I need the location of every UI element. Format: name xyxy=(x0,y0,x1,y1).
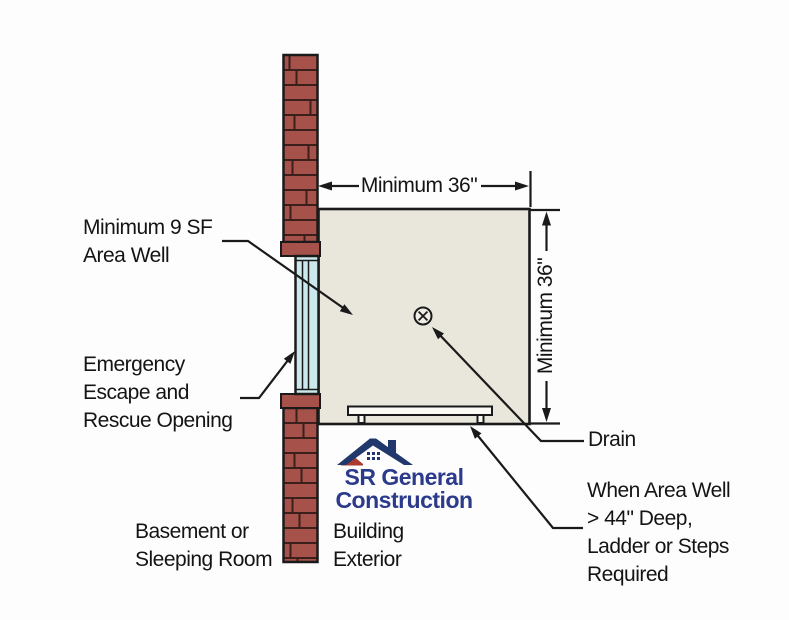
window-sill xyxy=(280,393,321,409)
top-dimension xyxy=(318,171,532,207)
area-well-label: Minimum 9 SF Area Well xyxy=(83,214,213,270)
brick-wall xyxy=(280,53,321,564)
egress-window xyxy=(294,254,320,396)
window-lintel xyxy=(280,241,321,257)
building-exterior-line1: Building xyxy=(333,520,404,543)
logo-line2: Construction xyxy=(335,487,473,513)
ladder-leader-arrow xyxy=(470,426,583,530)
egress-label-line3: Rescue Opening xyxy=(83,409,233,432)
ladder-note-line4: Required xyxy=(587,563,669,586)
area-well-label-line1: Minimum 9 SF xyxy=(83,216,213,239)
basement-label-line1: Basement or xyxy=(135,520,249,543)
area-well-leader-arrow xyxy=(222,239,353,315)
house-roof-icon xyxy=(337,438,413,466)
logo-line1: SR General xyxy=(344,464,464,490)
egress-label-line2: Escape and xyxy=(83,381,189,404)
egress-leader-arrow xyxy=(240,351,295,400)
ladder-step xyxy=(347,405,493,424)
basement-label-line2: Sleeping Room xyxy=(135,548,273,571)
egress-opening-label: Emergency Escape and Rescue Opening xyxy=(83,351,233,435)
logo-wordmark: SR General Construction xyxy=(335,464,473,513)
top-dimension-text: Minimum 36" xyxy=(360,174,478,197)
brick-courses xyxy=(283,55,318,562)
area-well-label-line2: Area Well xyxy=(83,244,170,267)
drain-leader-arrow xyxy=(432,327,584,443)
ladder-note-label: When Area Well > 44" Deep, Ladder or Ste… xyxy=(587,477,731,589)
right-dimension xyxy=(530,208,560,425)
drain-label: Drain xyxy=(588,426,636,454)
basement-label: Basement or Sleeping Room xyxy=(135,518,273,574)
building-exterior-line2: Exterior xyxy=(333,548,402,571)
drain-label-text: Drain xyxy=(588,428,636,451)
egress-label-line1: Emergency xyxy=(83,353,185,376)
ladder-note-line1: When Area Well xyxy=(587,479,731,502)
ladder-note-line3: Ladder or Steps xyxy=(587,535,729,558)
building-exterior-label: Building Exterior xyxy=(333,518,404,574)
ladder-note-line2: > 44" Deep, xyxy=(587,507,693,530)
right-dimension-text: Minimum 36" xyxy=(534,257,557,375)
drain-icon xyxy=(413,306,433,326)
